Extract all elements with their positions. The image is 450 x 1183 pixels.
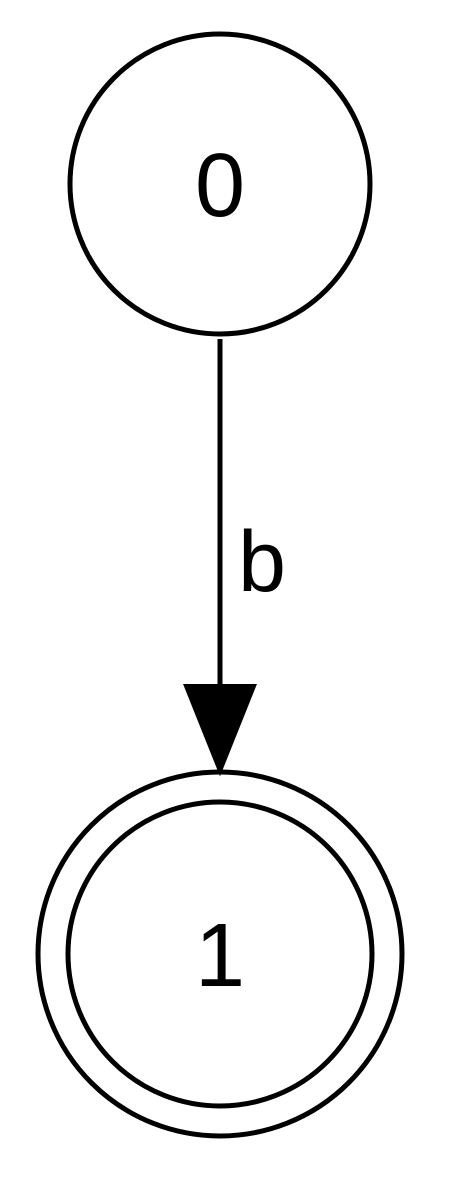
state-0-circle (67, 31, 373, 337)
transition-edge: b (183, 339, 286, 777)
transition-label: b (238, 514, 286, 610)
arrowhead-icon (183, 684, 257, 777)
state-1-label: 1 (195, 906, 245, 1006)
state-node-1: 1 (35, 769, 405, 1139)
state-1-outer-circle (35, 769, 405, 1139)
state-0-label: 0 (195, 136, 245, 236)
state-1-inner-circle (65, 799, 375, 1109)
state-node-0: 0 (67, 31, 373, 337)
